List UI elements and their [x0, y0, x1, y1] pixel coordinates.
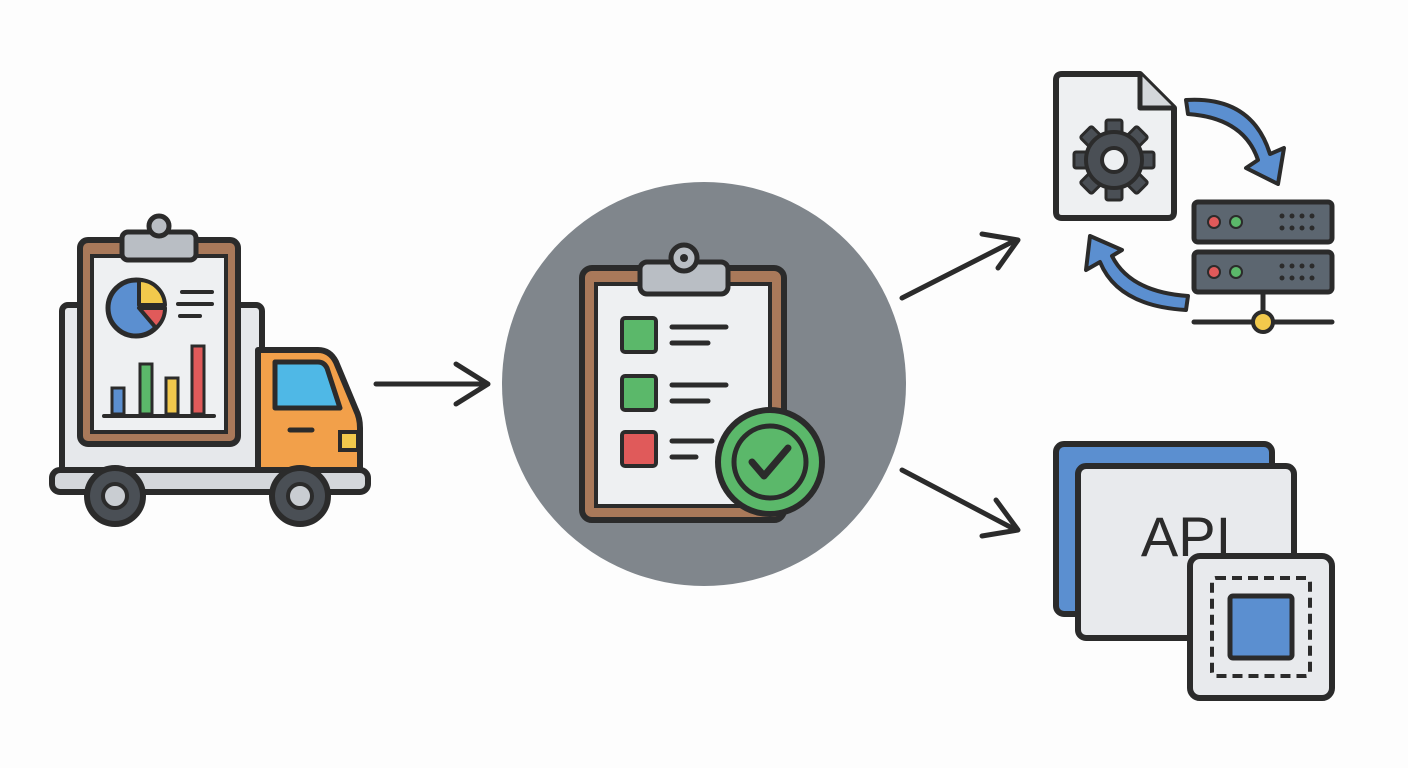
flow-arrow-down-right — [899, 467, 1021, 539]
bar-chart-icon — [102, 344, 216, 418]
checklist-item — [620, 430, 715, 468]
chip-icon — [1187, 553, 1335, 701]
check-badge-icon — [715, 407, 825, 517]
wheel-icon — [84, 465, 146, 527]
flow-arrow-right — [373, 361, 491, 407]
validation-checklist-icon — [502, 182, 906, 586]
sync-arrow-down-icon — [1184, 97, 1286, 186]
checklist-item — [620, 316, 729, 354]
gear-icon — [1072, 118, 1156, 202]
pie-chart-icon — [105, 277, 168, 339]
checklist-item — [620, 374, 729, 412]
flow-arrow-up-right — [899, 231, 1021, 301]
sync-arrow-up-icon — [1084, 234, 1190, 312]
config-file-gear-icon — [1053, 71, 1177, 221]
server-rack-icon — [1191, 199, 1335, 334]
report-clipboard-icon — [77, 213, 241, 447]
wheel-icon — [269, 465, 331, 527]
